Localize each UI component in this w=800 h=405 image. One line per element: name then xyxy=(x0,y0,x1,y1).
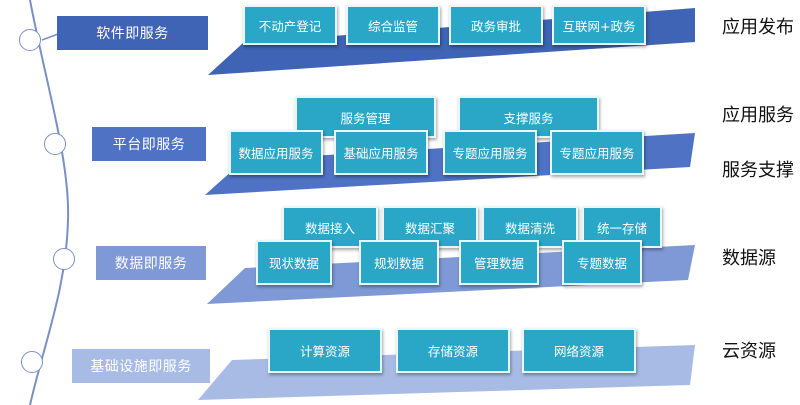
box-daas-1[interactable]: 现状数据 xyxy=(256,240,332,285)
box-iaas-3[interactable]: 网络资源 xyxy=(522,328,636,373)
layer-label-daas: 数据即服务 xyxy=(96,246,206,280)
box-daas-4[interactable]: 专题数据 xyxy=(562,240,642,285)
node-circle-iaas xyxy=(21,351,43,373)
node-circle-saas xyxy=(19,29,41,51)
box-saas-4[interactable]: 互联网+政务 xyxy=(552,5,646,45)
connector-1 xyxy=(41,33,59,41)
layer-label-saas: 软件即服务 xyxy=(57,16,208,50)
layer-label-paas: 平台即服务 xyxy=(92,127,206,161)
box-daas-3[interactable]: 管理数据 xyxy=(459,240,539,285)
box-saas-3[interactable]: 政务审批 xyxy=(449,5,543,45)
layer-label-iaas: 基础设施即服务 xyxy=(72,349,210,383)
right-label-paas-1: 应用服务 xyxy=(722,105,794,126)
box-saas-1[interactable]: 不动产登记 xyxy=(243,5,337,45)
box-paas-2[interactable]: 基础应用服务 xyxy=(334,130,428,175)
box-iaas-1[interactable]: 计算资源 xyxy=(268,328,382,373)
node-circle-daas xyxy=(53,248,75,270)
box-iaas-2[interactable]: 存储资源 xyxy=(396,328,510,373)
box-paas-3[interactable]: 专题应用服务 xyxy=(443,130,537,175)
node-circle-paas xyxy=(44,133,66,155)
box-paas-4[interactable]: 专题应用服务 xyxy=(550,130,644,175)
right-label-saas: 应用发布 xyxy=(722,17,794,38)
box-paas-1[interactable]: 数据应用服务 xyxy=(229,130,323,175)
right-label-daas: 数据源 xyxy=(722,248,776,269)
box-daas-2[interactable]: 规划数据 xyxy=(359,240,439,285)
spine-curve xyxy=(29,0,70,405)
right-label-paas-2: 服务支撑 xyxy=(722,160,794,181)
box-saas-2[interactable]: 综合监管 xyxy=(346,5,440,45)
right-label-iaas: 云资源 xyxy=(722,341,776,362)
